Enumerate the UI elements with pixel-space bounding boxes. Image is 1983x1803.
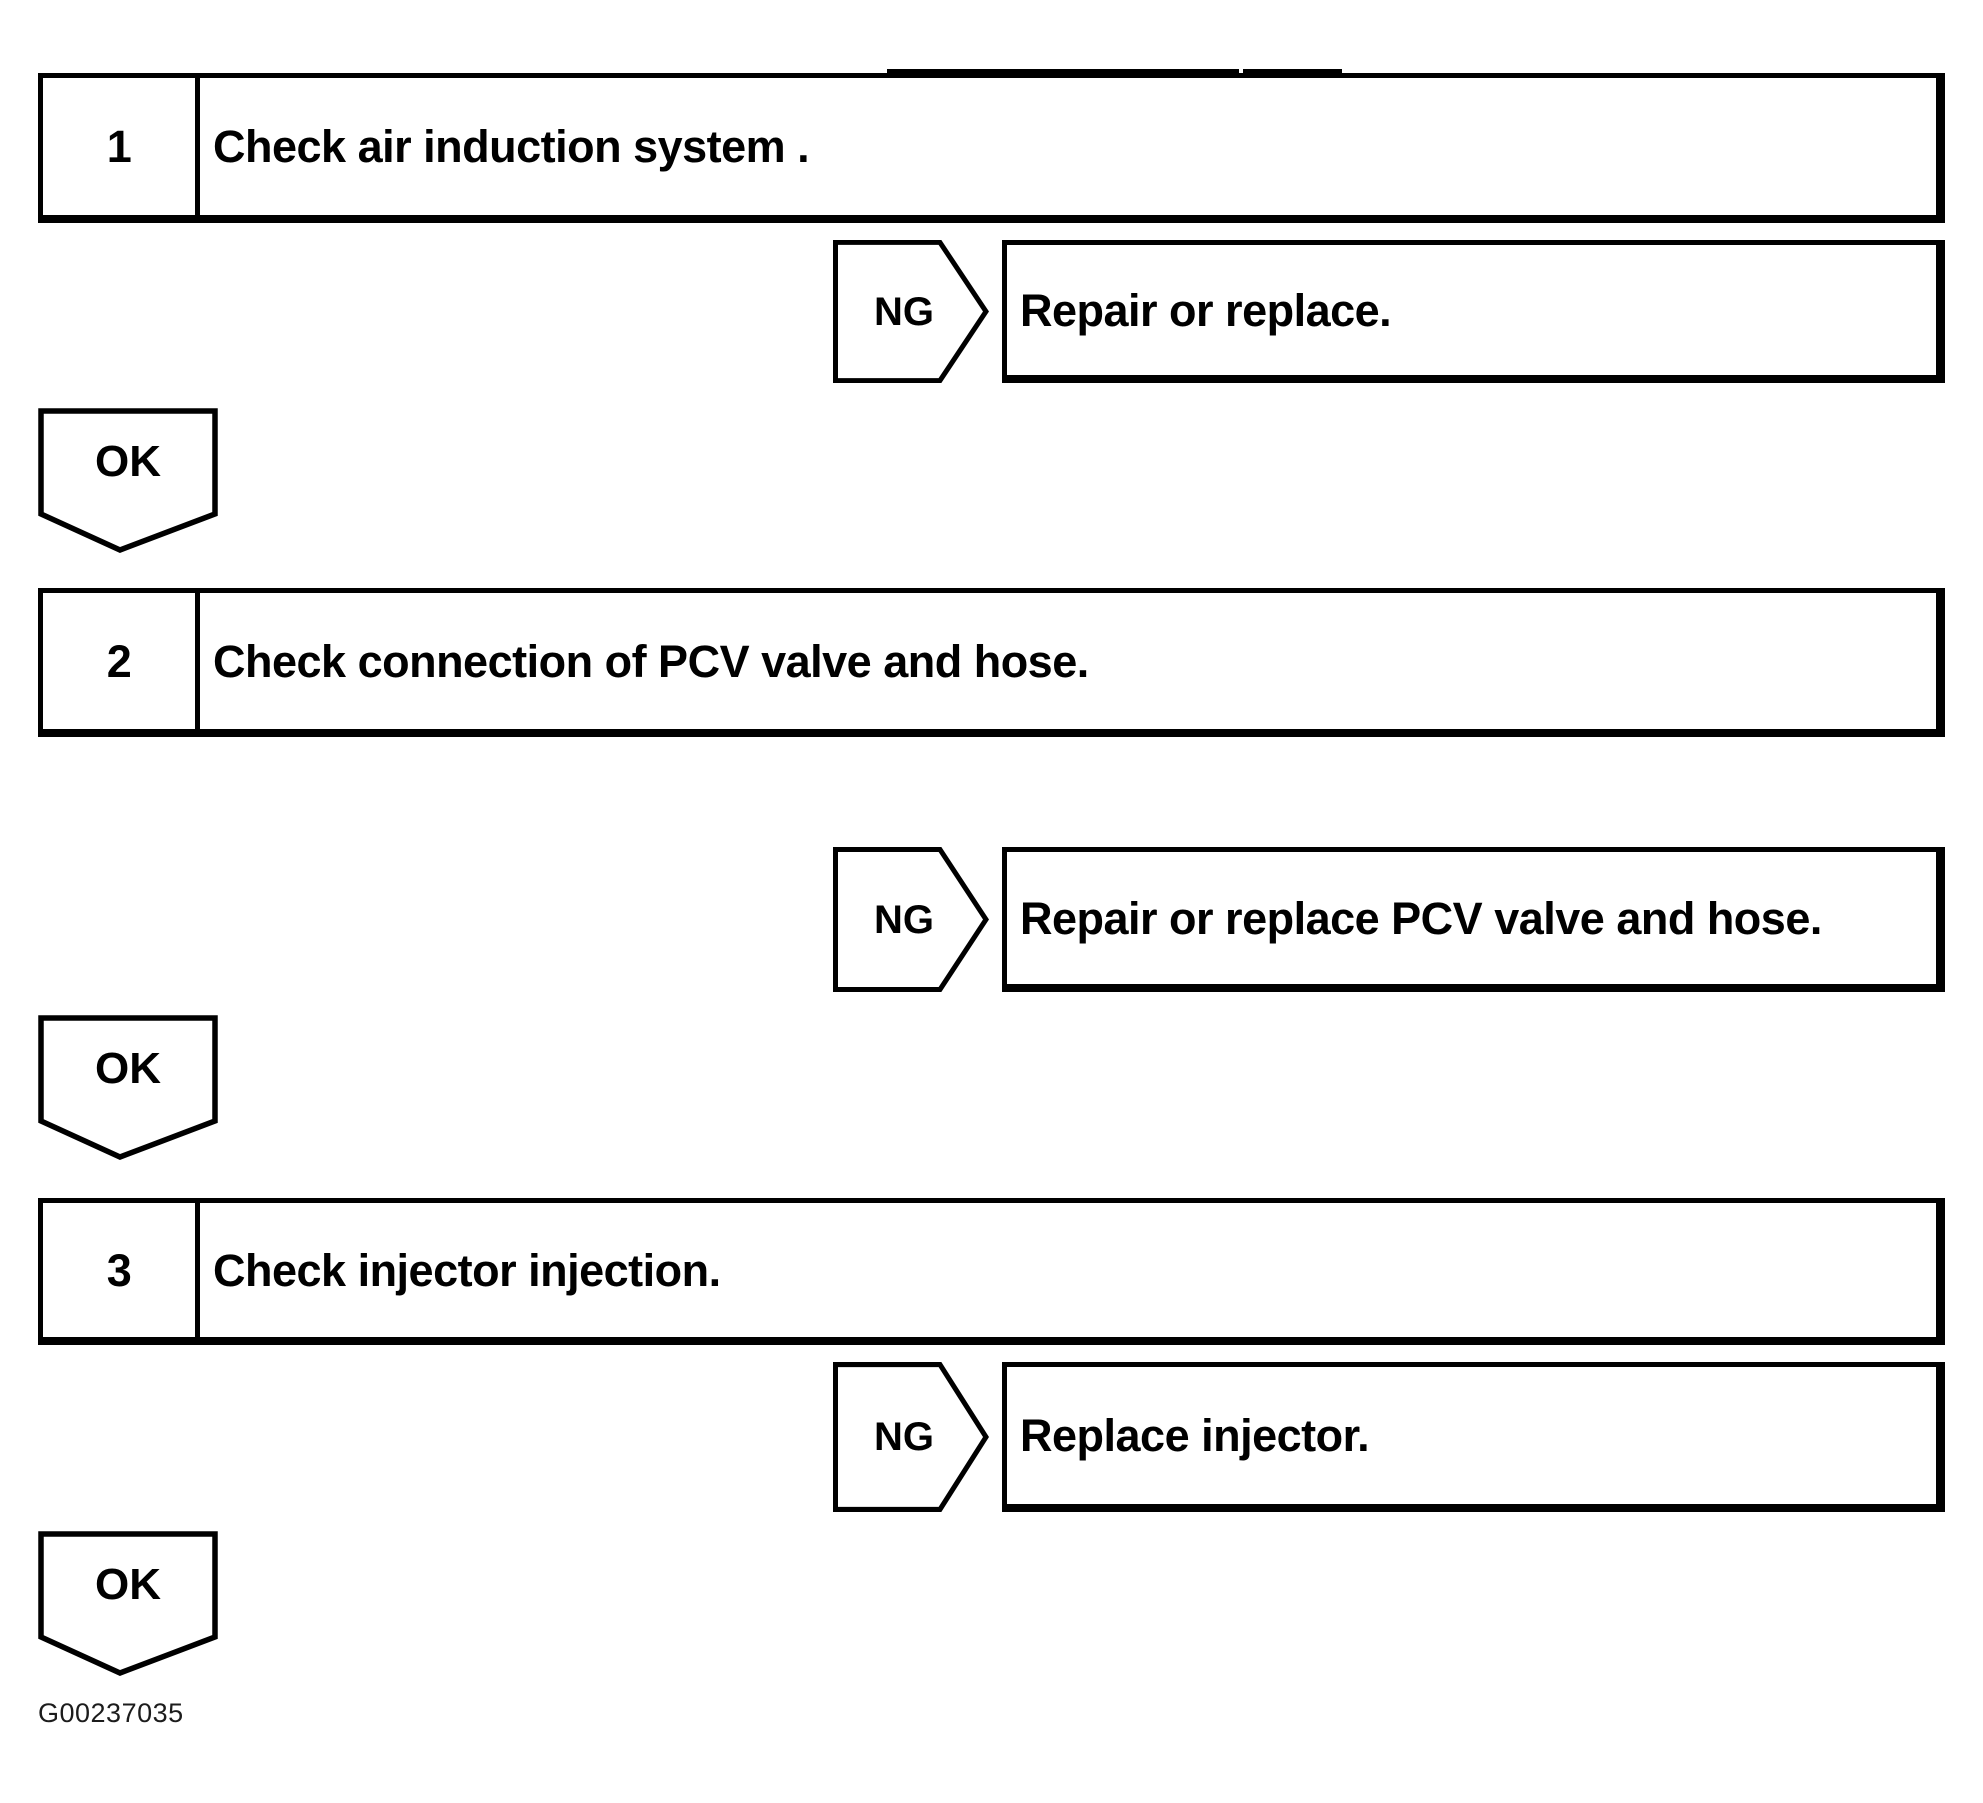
ng-label: NG	[874, 1415, 934, 1459]
ok-label: OK	[95, 436, 161, 486]
ng-result-text: Replace injector.	[1020, 1410, 1370, 1461]
ok-label-wrap: OK	[38, 1531, 218, 1638]
figure-id: G00237035	[38, 1698, 184, 1728]
step-number: 1	[106, 121, 132, 172]
ng-pentagon-icon	[833, 240, 989, 383]
step-3-ng-connector: NG	[833, 1362, 989, 1512]
ok-pentagon-icon	[38, 408, 218, 553]
step-1-box: 1 Check air induction system .	[38, 73, 1945, 223]
step-2-box: 2 Check connection of PCV valve and hose…	[38, 588, 1945, 737]
ok-label: OK	[95, 1043, 161, 1093]
step-3-ng-result-box: Replace injector.	[1002, 1362, 1945, 1512]
step-1-number-cell: 1	[43, 78, 200, 215]
step-instruction: Check air induction system .	[213, 121, 810, 172]
ng-label-wrap: NG	[833, 847, 989, 992]
step-instruction: Check connection of PCV valve and hose.	[213, 635, 1089, 687]
step-3-ok-connector: OK	[38, 1531, 218, 1676]
ng-label: NG	[874, 897, 934, 942]
step-number: 2	[106, 635, 132, 687]
step-3-instruction-cell: Check injector injection.	[200, 1203, 1936, 1337]
ng-pentagon-icon	[833, 847, 989, 992]
step-1-ng-result-box: Repair or replace.	[1002, 240, 1945, 383]
scan-artifact-notch	[1239, 69, 1243, 74]
step-3-box: 3 Check injector injection.	[38, 1198, 1945, 1345]
step-1-ok-connector: OK	[38, 408, 218, 553]
step-3-number-cell: 3	[43, 1203, 200, 1337]
ng-label-wrap: NG	[833, 1362, 989, 1512]
ng-result-text: Repair or replace.	[1020, 284, 1392, 336]
ng-label: NG	[874, 289, 934, 334]
step-2-instruction-cell: Check connection of PCV valve and hose.	[200, 593, 1936, 729]
step-1-instruction-cell: Check air induction system .	[200, 78, 1936, 215]
step-1-ng-connector: NG	[833, 240, 989, 383]
ng-result-text: Repair or replace PCV valve and hose.	[1020, 892, 1822, 944]
step-number: 3	[106, 1244, 132, 1296]
ok-label: OK	[95, 1559, 161, 1609]
ok-label-wrap: OK	[38, 408, 218, 515]
step-instruction: Check injector injection.	[213, 1244, 721, 1296]
ok-pentagon-icon	[38, 1531, 218, 1676]
ng-label-wrap: NG	[833, 240, 989, 383]
ng-pentagon-icon	[833, 1362, 989, 1512]
ok-label-wrap: OK	[38, 1015, 218, 1122]
step-2-ng-result-box: Repair or replace PCV valve and hose.	[1002, 847, 1945, 992]
step-2-ok-connector: OK	[38, 1015, 218, 1160]
ok-pentagon-icon	[38, 1015, 218, 1160]
step-2-number-cell: 2	[43, 593, 200, 729]
step-2-ng-connector: NG	[833, 847, 989, 992]
